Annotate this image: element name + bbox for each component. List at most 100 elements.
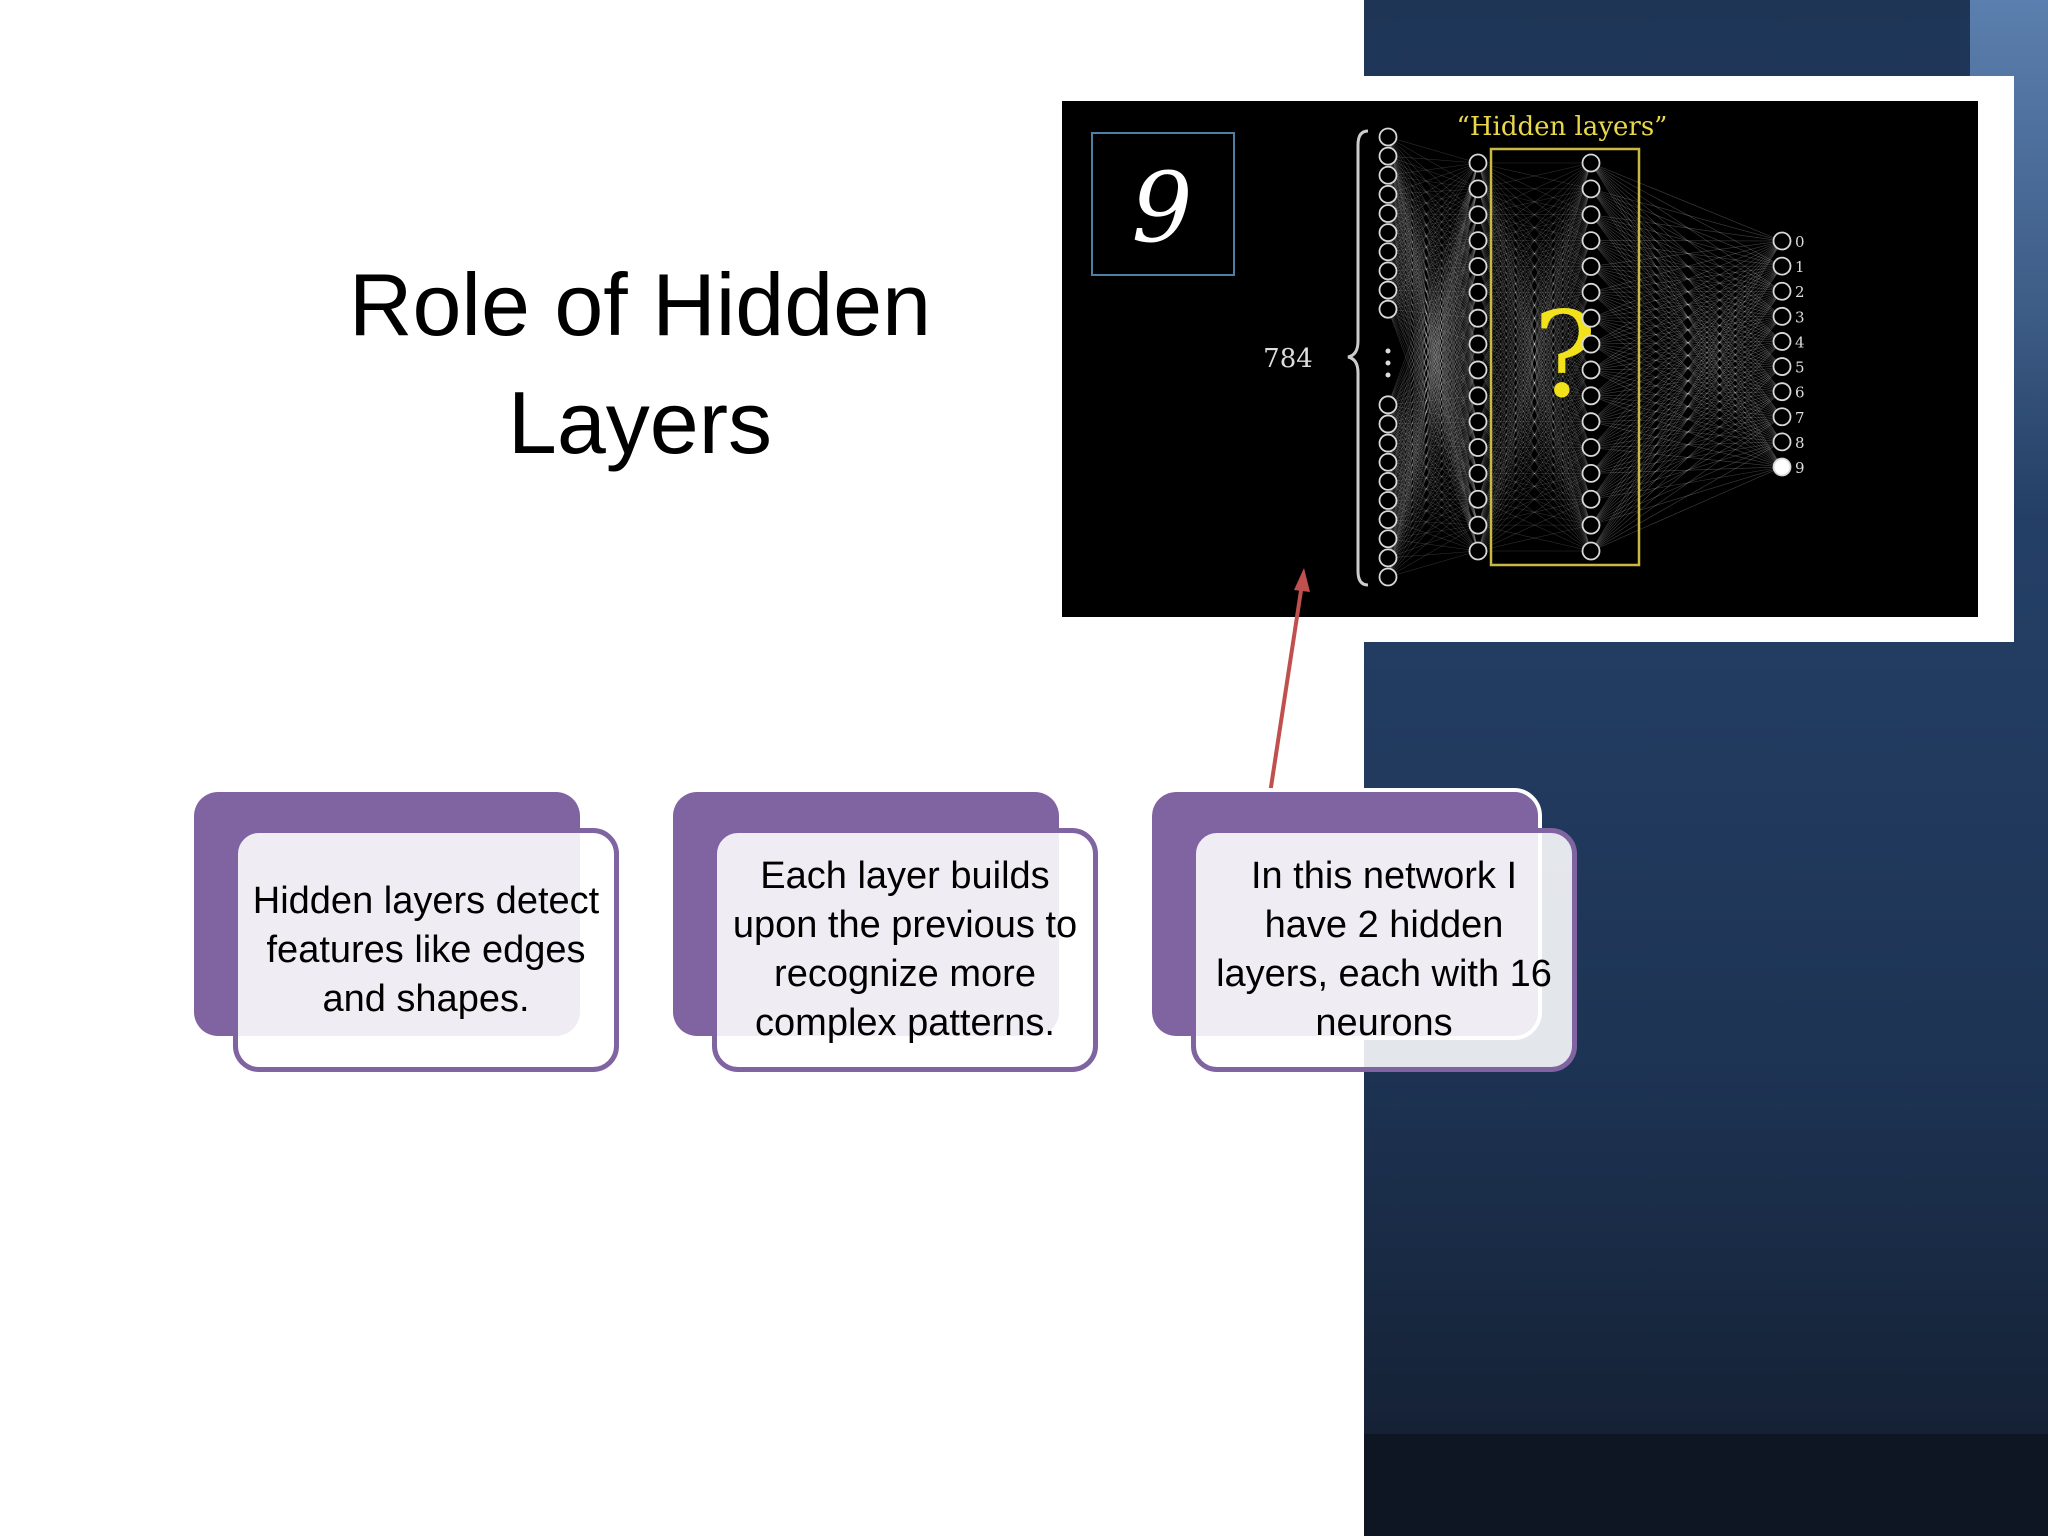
connection-line — [1590, 291, 1783, 500]
connection-line — [1477, 292, 1592, 397]
connection-line — [1387, 175, 1479, 396]
ellipsis-dot — [1385, 372, 1391, 378]
connection-line — [1387, 447, 1479, 463]
connection-line — [1477, 188, 1592, 345]
connection-line — [1387, 270, 1479, 319]
connection-line — [1477, 162, 1592, 396]
connection-line — [1387, 404, 1479, 448]
input-count-label: 784 — [1263, 344, 1313, 374]
connection-line — [1387, 240, 1479, 444]
connection-line — [1387, 156, 1479, 552]
connection-line — [1477, 188, 1592, 319]
connection-line — [1387, 156, 1479, 474]
connection-line — [1477, 266, 1592, 293]
connection-line — [1387, 421, 1479, 578]
output-label: 4 — [1795, 333, 1805, 351]
connection-line — [1477, 369, 1592, 526]
input-neuron — [1378, 280, 1398, 300]
connection-line — [1590, 316, 1783, 526]
connection-line — [1590, 188, 1783, 242]
connection-line — [1590, 466, 1783, 474]
connection-line — [1387, 240, 1479, 253]
connection-line — [1387, 266, 1479, 501]
connection-line — [1477, 292, 1592, 448]
connection-line — [1387, 473, 1479, 520]
connection-line — [1387, 194, 1479, 241]
connection-line — [1477, 162, 1592, 241]
connection-line — [1387, 473, 1479, 482]
output-label: 0 — [1795, 233, 1805, 251]
connection-line — [1477, 266, 1592, 526]
connection-line — [1387, 162, 1479, 444]
connection-line — [1477, 240, 1592, 448]
connection-line — [1590, 188, 1783, 417]
connection-line — [1590, 447, 1783, 468]
connection-line — [1477, 498, 1592, 526]
connection-line — [1477, 369, 1592, 422]
connection-line — [1590, 265, 1783, 448]
connection-line — [1387, 442, 1479, 448]
connection-line — [1387, 318, 1479, 539]
neuron-nodes — [1378, 127, 1792, 587]
connection-line — [1387, 309, 1479, 526]
hidden-layers-caption: “Hidden layers” — [1457, 112, 1668, 142]
connection-line — [1477, 162, 1592, 319]
connection-line — [1387, 343, 1479, 482]
connection-line — [1477, 343, 1592, 474]
connection-line — [1387, 155, 1479, 241]
connection-line — [1477, 317, 1592, 345]
connection-line — [1387, 194, 1479, 422]
connection-line — [1590, 391, 1783, 474]
connection-line — [1590, 265, 1783, 500]
connection-line — [1387, 270, 1479, 526]
connection-line — [1387, 266, 1479, 539]
connection-line — [1590, 343, 1783, 443]
connection-line — [1477, 214, 1592, 319]
connection-line — [1477, 188, 1592, 422]
hidden-neuron — [1581, 438, 1601, 457]
connection-line — [1590, 290, 1783, 319]
connection-line — [1387, 270, 1479, 422]
connection-line — [1387, 162, 1479, 405]
connection-line — [1387, 136, 1479, 371]
connection-line — [1477, 240, 1592, 552]
connection-line — [1477, 188, 1592, 216]
connection-line — [1387, 240, 1479, 501]
connection-line — [1387, 136, 1479, 448]
connection-line — [1590, 265, 1783, 293]
connection-line — [1590, 391, 1783, 397]
output-label: 6 — [1795, 384, 1805, 402]
connection-line — [1477, 318, 1592, 500]
connection-line — [1477, 240, 1592, 396]
connection-line — [1387, 175, 1479, 552]
connection-line — [1590, 369, 1783, 443]
connection-line — [1387, 188, 1479, 558]
card-1: Hidden layers detect features like edges… — [233, 828, 619, 1072]
connection-line — [1477, 447, 1592, 474]
connection-line — [1477, 292, 1592, 345]
hidden-neuron — [1468, 205, 1488, 225]
connection-line — [1387, 423, 1479, 448]
connection-line — [1477, 369, 1592, 448]
connection-line — [1590, 188, 1783, 267]
connection-line — [1387, 156, 1479, 422]
hidden-neuron — [1468, 412, 1488, 432]
connection-line — [1387, 194, 1479, 371]
connection-line — [1590, 240, 1783, 552]
connection-line — [1590, 214, 1783, 468]
connection-line — [1477, 162, 1592, 293]
hidden-neuron — [1581, 541, 1601, 561]
connection-line — [1590, 240, 1783, 417]
connection-line — [1387, 213, 1479, 422]
hidden-neuron — [1581, 334, 1601, 354]
connection-line — [1387, 395, 1479, 444]
connection-line — [1387, 369, 1479, 501]
connection-line — [1387, 289, 1479, 396]
connection-line — [1590, 316, 1783, 448]
connection-line — [1387, 369, 1479, 425]
input-neuron — [1378, 395, 1398, 415]
connection-line — [1477, 447, 1592, 552]
connection-line — [1387, 266, 1479, 463]
connection-line — [1387, 156, 1479, 371]
connection-line — [1387, 473, 1479, 559]
